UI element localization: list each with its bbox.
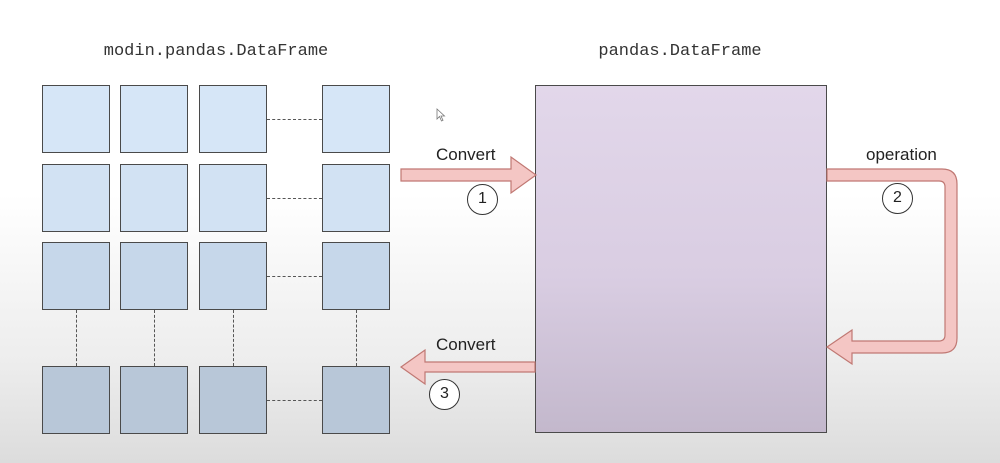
partition-cell [199, 366, 267, 434]
convert-arrow-right [400, 155, 538, 195]
row-ellipsis-dash [267, 400, 322, 401]
modin-dataframe-title: modin.pandas.DataFrame [103, 42, 329, 61]
partition-cell [120, 242, 188, 310]
partition-cell [199, 242, 267, 310]
partition-cell [120, 366, 188, 434]
pandas-dataframe-title: pandas.DataFrame [598, 42, 762, 61]
partition-cell [42, 164, 110, 232]
column-ellipsis-dash [154, 310, 155, 366]
column-ellipsis-dash [233, 310, 234, 366]
step-1-badge: 1 [467, 184, 498, 215]
operation-loop-arrow [825, 168, 958, 366]
mouse-pointer-icon [436, 108, 446, 122]
column-ellipsis-dash [356, 310, 357, 366]
row-ellipsis-dash [267, 198, 322, 199]
step-2-badge: 2 [882, 183, 913, 214]
partition-cell [322, 164, 390, 232]
step-3-badge: 3 [429, 379, 460, 410]
pandas-dataframe-box [535, 85, 827, 433]
column-ellipsis-dash [76, 310, 77, 366]
row-ellipsis-dash [267, 119, 322, 120]
partition-cell [42, 366, 110, 434]
convert-arrow-left [399, 348, 536, 386]
partition-cell [322, 85, 390, 153]
operation-label: operation [866, 145, 937, 164]
partition-cell [120, 85, 188, 153]
partition-cell [120, 164, 188, 232]
partition-cell [322, 366, 390, 434]
partition-cell [199, 85, 267, 153]
partition-cell [199, 164, 267, 232]
partition-cell [322, 242, 390, 310]
convert-label-3: Convert [436, 335, 496, 354]
partition-cell [42, 242, 110, 310]
convert-label-1: Convert [436, 145, 496, 164]
row-ellipsis-dash [267, 276, 322, 277]
partition-cell [42, 85, 110, 153]
